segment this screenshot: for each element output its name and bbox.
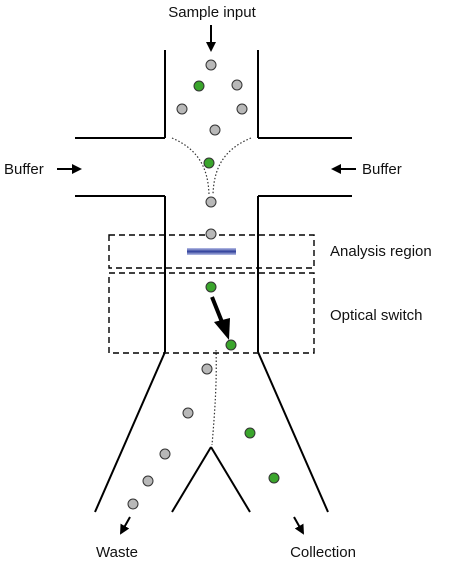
green-particle bbox=[225, 339, 237, 351]
channel-walls bbox=[75, 50, 352, 513]
gray-particle bbox=[236, 103, 248, 115]
green-particle bbox=[203, 157, 215, 169]
collection-arrow bbox=[293, 516, 304, 535]
gray-particle bbox=[205, 196, 217, 208]
gray-particle bbox=[159, 448, 171, 460]
sample-input-label: Sample input bbox=[168, 4, 256, 21]
waste-label: Waste bbox=[96, 544, 138, 561]
buffer-left-label: Buffer bbox=[4, 161, 44, 178]
green-particle bbox=[193, 80, 205, 92]
optical-switch-label: Optical switch bbox=[330, 307, 423, 324]
right-focusing-streamline bbox=[212, 137, 252, 195]
sorting-streamline bbox=[211, 349, 217, 446]
waste-outer-wall bbox=[94, 351, 166, 513]
waste-arrow bbox=[120, 516, 131, 535]
green-particle bbox=[205, 281, 217, 293]
optical-deflection-arrow bbox=[210, 296, 230, 340]
gray-particle bbox=[209, 124, 221, 136]
green-particle bbox=[244, 427, 256, 439]
flow-streamlines bbox=[171, 137, 252, 446]
analysis-region-label: Analysis region bbox=[330, 243, 432, 260]
gray-particle bbox=[205, 228, 217, 240]
gray-particle bbox=[182, 407, 194, 419]
green-particle bbox=[268, 472, 280, 484]
collection-outer-wall bbox=[257, 351, 329, 513]
laser-beam bbox=[187, 248, 236, 255]
divider-left-wall bbox=[171, 446, 212, 513]
collection-label: Collection bbox=[290, 544, 356, 561]
gray-particle bbox=[127, 498, 139, 510]
left-focusing-streamline bbox=[171, 137, 210, 195]
divider-right-wall bbox=[210, 446, 251, 513]
optical-switch-box bbox=[108, 272, 315, 354]
gray-particle bbox=[231, 79, 243, 91]
buffer-right-label: Buffer bbox=[362, 161, 402, 178]
arrows bbox=[57, 25, 356, 535]
gray-particle bbox=[205, 59, 217, 71]
gray-particle bbox=[201, 363, 213, 375]
gray-particle bbox=[142, 475, 154, 487]
particles bbox=[127, 59, 280, 510]
gray-particle bbox=[176, 103, 188, 115]
